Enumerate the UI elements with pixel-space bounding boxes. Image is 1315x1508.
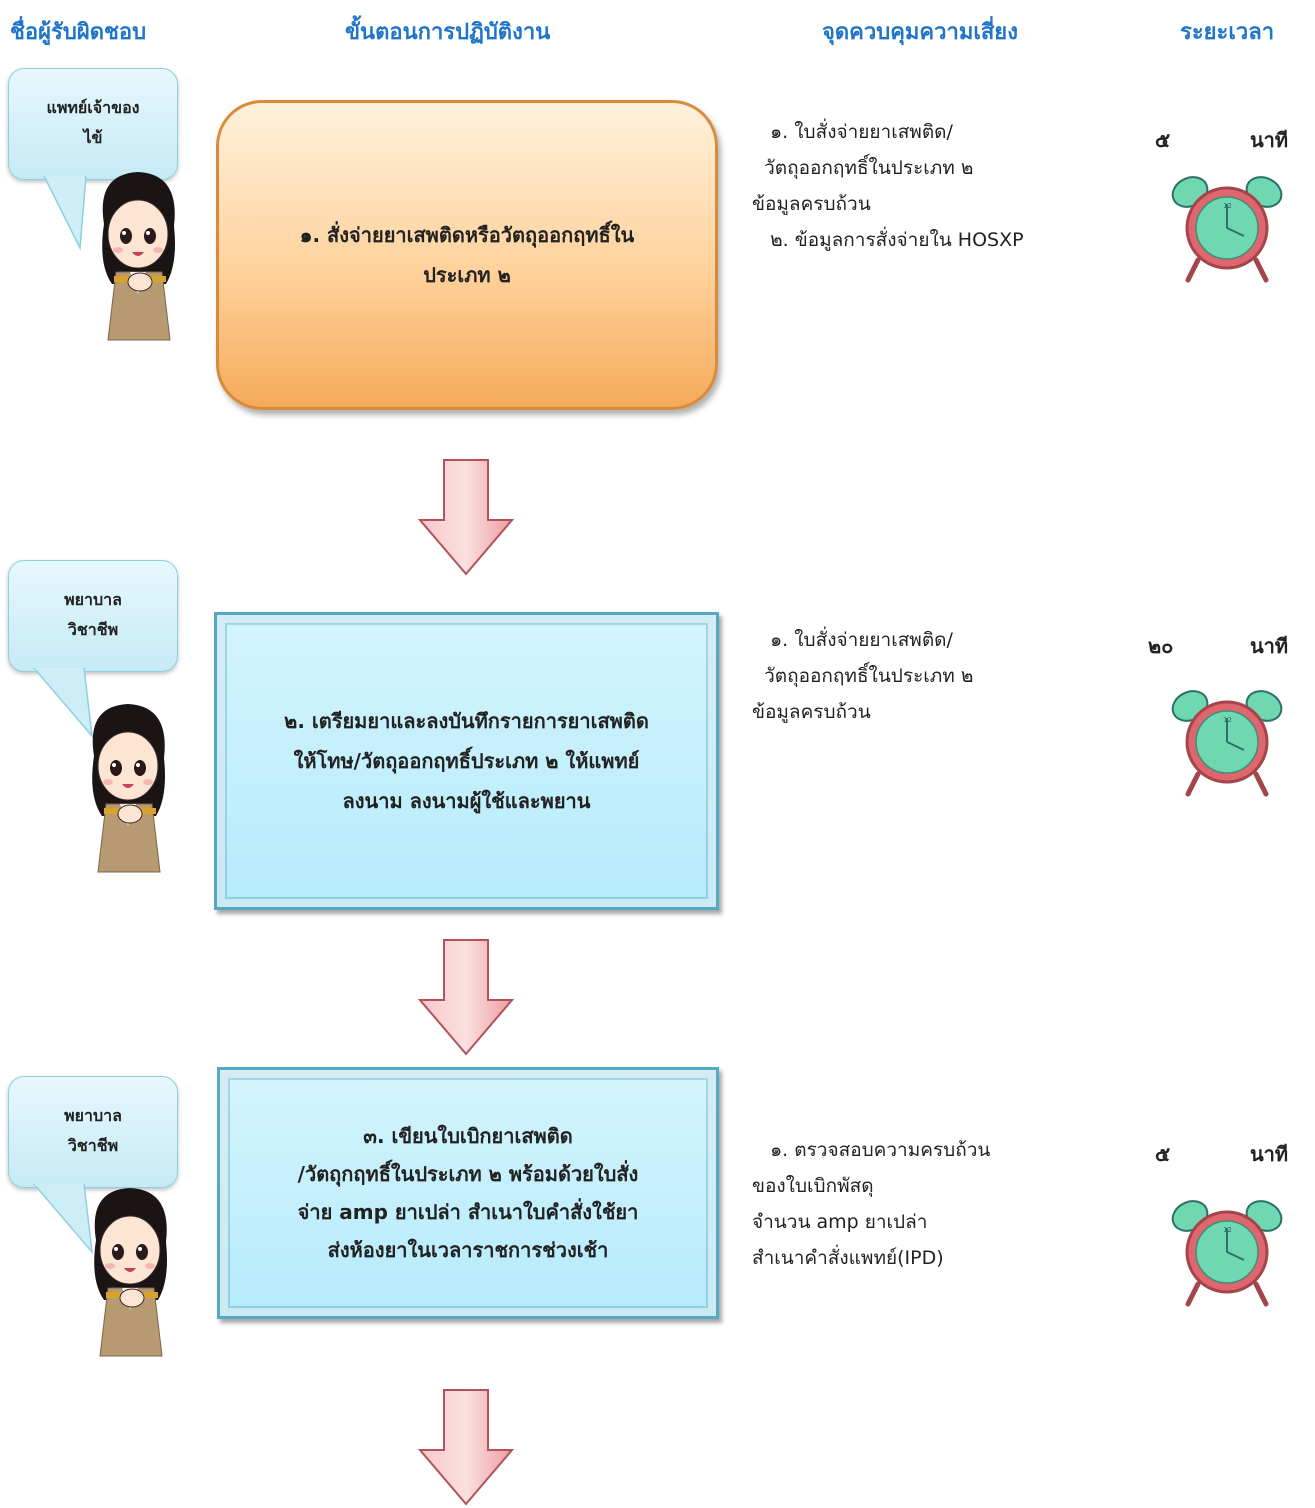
step-line: ๓. เขียนใบเบิกยาเสพติด bbox=[363, 1124, 573, 1148]
responsible-line: พยาบาล bbox=[64, 590, 122, 609]
responsible-bubble-3: พยาบาลวิชาชีพ bbox=[8, 1076, 178, 1188]
step-box-1: ๑. สั่งจ่ายยาเสพติดหรือวัตถุออกฤทธิ์ในปร… bbox=[216, 100, 718, 410]
control-points-1: ๑. ใบสั่งจ่ายยาเสพติด/ วัตถุออกฤทธิ์ในปร… bbox=[752, 114, 1112, 258]
responsible-line: ไข้ bbox=[83, 128, 103, 147]
time-value-1: ๕ bbox=[1155, 128, 1171, 152]
alarm-clock-icon bbox=[1168, 686, 1288, 798]
control-line: ๑. ใบสั่งจ่ายยาเสพติด/ bbox=[752, 121, 953, 143]
step-line: ประเภท ๒ bbox=[423, 263, 511, 287]
responsible-bubble-1: แพทย์เจ้าของไข้ bbox=[8, 68, 178, 180]
step-line: ให้โทษ/วัตถุออกฤทธิ์ประเภท ๒ ให้แพทย์ bbox=[293, 749, 640, 773]
control-line: ของใบเบิกพัสดุ bbox=[752, 1175, 874, 1197]
down-arrow-icon bbox=[418, 939, 514, 1056]
step-line: ๑. สั่งจ่ายยาเสพติดหรือวัตถุออกฤทธิ์ใน bbox=[299, 223, 635, 247]
control-line: จำนวน amp ยาเปล่า bbox=[752, 1211, 928, 1233]
responsible-line: วิชาชีพ bbox=[67, 1136, 119, 1155]
nurse-avatar-2 bbox=[91, 703, 166, 873]
header-control: จุดควบคุมความเสี่ยง bbox=[822, 20, 1018, 45]
step-line: จ่าย amp ยาเปล่า สำเนาใบคำสั่งใช้ยา bbox=[297, 1200, 639, 1224]
responsible-bubble-2: พยาบาลวิชาชีพ bbox=[8, 560, 178, 672]
control-line: วัตถุออกฤทธิ์ในประเภท ๒ bbox=[752, 157, 974, 179]
responsible-line: วิชาชีพ bbox=[67, 620, 119, 639]
bubble-tail bbox=[33, 668, 94, 739]
time-unit-1: นาที bbox=[1250, 128, 1289, 152]
time-value-2: ๒๐ bbox=[1148, 634, 1174, 658]
time-value-3: ๕ bbox=[1155, 1142, 1171, 1166]
step-line: ลงนาม ลงนามผู้ใช้และพยาน bbox=[342, 789, 591, 813]
time-unit-3: นาที bbox=[1250, 1142, 1289, 1166]
control-line: ข้อมูลครบถ้วน bbox=[752, 193, 871, 215]
nurse-avatar-3 bbox=[93, 1187, 168, 1357]
alarm-clock-icon bbox=[1168, 172, 1288, 284]
down-arrow-icon bbox=[418, 459, 514, 576]
bubble-tail bbox=[33, 1184, 94, 1255]
responsible-line: แพทย์เจ้าของ bbox=[46, 98, 140, 117]
control-line: ๑. ใบสั่งจ่ายยาเสพติด/ bbox=[752, 629, 953, 651]
header-procedure: ขั้นตอนการปฏิบัติงาน bbox=[345, 20, 551, 45]
time-unit-2: นาที bbox=[1250, 634, 1289, 658]
nurse-avatar-1 bbox=[101, 171, 176, 341]
control-line: ๒. ข้อมูลการสั่งจ่ายใน HOSXP bbox=[752, 229, 1024, 251]
header-responsible: ชื่อผู้รับผิดชอบ bbox=[10, 20, 147, 45]
bubble-tail bbox=[43, 176, 87, 251]
step-line: ส่งห้องยาในเวลาราชการช่วงเช้า bbox=[327, 1238, 609, 1262]
step-box-3: ๓. เขียนใบเบิกยาเสพติด/วัตถุกฤทธิ์ในประเ… bbox=[217, 1067, 719, 1319]
control-points-2: ๑. ใบสั่งจ่ายยาเสพติด/ วัตถุออกฤทธิ์ในปร… bbox=[752, 622, 1112, 730]
control-line: ข้อมูลครบถ้วน bbox=[752, 701, 871, 723]
header-duration: ระยะเวลา bbox=[1180, 20, 1275, 45]
control-points-3: ๑. ตรวจสอบความครบถ้วน ของใบเบิกพัสดุ จำน… bbox=[752, 1132, 1112, 1276]
down-arrow-icon bbox=[418, 1389, 514, 1506]
step-box-2: ๒. เตรียมยาและลงบันทึกรายการยาเสพติดให้โ… bbox=[214, 612, 719, 910]
control-line: ๑. ตรวจสอบความครบถ้วน bbox=[752, 1139, 991, 1161]
control-line: สำเนาคำสั่งแพทย์(IPD) bbox=[752, 1247, 944, 1269]
step-line: /วัตถุกฤทธิ์ในประเภท ๒ พร้อมด้วยใบสั่ง bbox=[297, 1162, 639, 1186]
control-line: วัตถุออกฤทธิ์ในประเภท ๒ bbox=[752, 665, 974, 687]
responsible-line: พยาบาล bbox=[64, 1106, 122, 1125]
step-line: ๒. เตรียมยาและลงบันทึกรายการยาเสพติด bbox=[284, 709, 649, 733]
alarm-clock-icon bbox=[1168, 1196, 1288, 1308]
